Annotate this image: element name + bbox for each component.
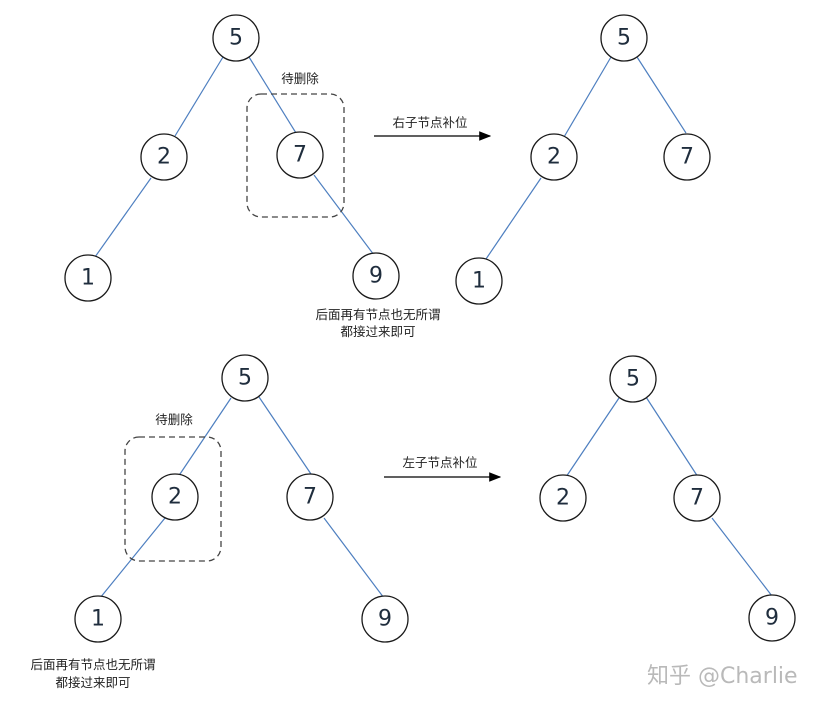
edge (94, 177, 152, 258)
edge (313, 174, 375, 256)
tree-node: 1 (64, 254, 112, 302)
node-value: 9 (378, 607, 392, 632)
tree-node: 1 (455, 257, 503, 305)
node-value: 9 (765, 606, 779, 631)
node-value: 7 (680, 145, 694, 170)
node-value: 7 (293, 143, 307, 168)
note-line-2: 都接过来即可 (340, 324, 415, 339)
edge (565, 397, 620, 478)
node-value: 9 (369, 264, 383, 289)
note-line-1: 后面再有节点也无所谓 (30, 657, 155, 672)
node-value: 5 (229, 26, 243, 51)
tree-node: 5 (600, 14, 648, 62)
delete-label: 待删除 (155, 412, 193, 427)
note-line-2: 都接过来即可 (55, 675, 130, 690)
edge (711, 517, 773, 597)
note-line-1: 后面再有节点也无所谓 (315, 307, 440, 322)
edge (645, 396, 699, 478)
tree-node: 2 (530, 133, 578, 181)
tree-node: 9 (748, 594, 796, 642)
tree-node: 9 (361, 595, 409, 643)
bottom-before-tree: 5 2 7 1 9 待删除 后面再有节点也无所谓 都接过来即可 (30, 354, 409, 690)
edge (485, 177, 542, 260)
tree-node: 5 (212, 14, 260, 62)
action-label: 右子节点补位 (392, 115, 467, 130)
top-arrow: 右子节点补位 (374, 115, 492, 141)
tree-node: 2 (151, 473, 199, 521)
node-value: 1 (91, 607, 105, 632)
edge (99, 517, 166, 599)
tree-node: 5 (221, 354, 269, 402)
bottom-after-tree: 5 2 7 9 (539, 355, 796, 642)
delete-highlight-box (246, 93, 345, 218)
edge (258, 396, 314, 478)
delete-label: 待删除 (281, 71, 319, 86)
top-after-tree: 5 2 7 1 (455, 14, 711, 305)
tree-node: 7 (276, 131, 324, 179)
edge (174, 56, 224, 137)
node-value: 1 (81, 266, 95, 291)
delete-highlight-box (124, 436, 222, 562)
tree-node: 9 (352, 252, 400, 300)
node-value: 5 (617, 26, 631, 51)
tree-node: 2 (539, 474, 587, 522)
tree-node: 1 (74, 595, 122, 643)
node-value: 7 (690, 486, 704, 511)
bottom-arrow: 左子节点补位 (384, 455, 502, 482)
tree-node: 5 (609, 355, 657, 403)
action-label: 左子节点补位 (402, 455, 477, 470)
node-value: 5 (238, 366, 252, 391)
tree-node: 7 (663, 133, 711, 181)
edge (248, 56, 297, 134)
node-value: 2 (556, 486, 570, 511)
watermark: 知乎 @Charlie (647, 664, 798, 689)
edge (323, 517, 385, 599)
node-value: 2 (168, 485, 182, 510)
tree-node: 7 (286, 473, 334, 521)
node-value: 7 (303, 485, 317, 510)
top-before-tree: 5 2 7 1 9 待删除 后面再有节点也无所谓 都接过来即可 (64, 14, 441, 339)
node-value: 5 (626, 367, 640, 392)
edge (636, 56, 687, 134)
tree-node: 2 (140, 133, 188, 181)
node-value: 2 (547, 145, 561, 170)
node-value: 2 (157, 145, 171, 170)
node-value: 1 (472, 269, 486, 294)
tree-node: 7 (673, 474, 721, 522)
edge (563, 56, 612, 138)
